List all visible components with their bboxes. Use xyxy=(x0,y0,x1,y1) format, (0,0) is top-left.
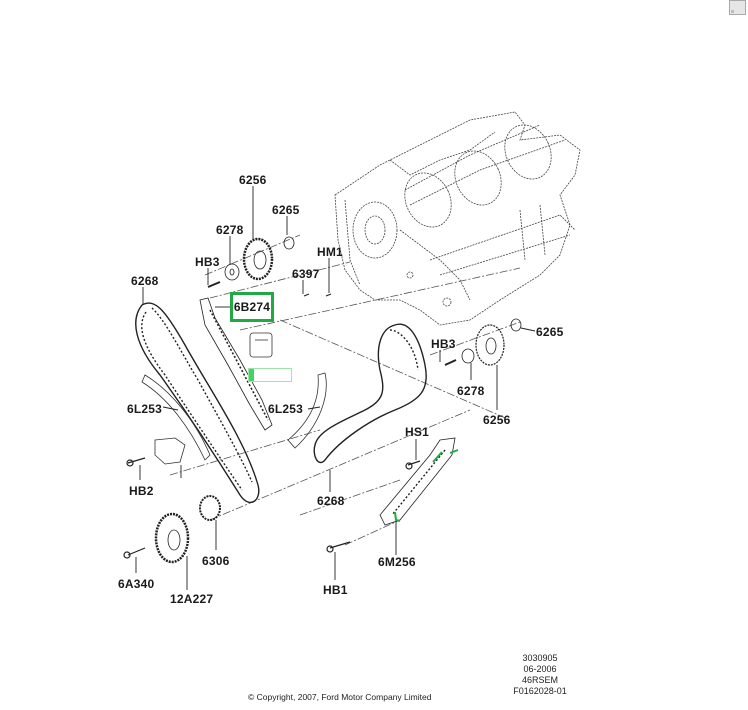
tensioner-arm xyxy=(199,297,273,431)
cam-sprocket-right xyxy=(444,318,522,366)
window-restore-button[interactable] xyxy=(729,0,746,15)
leader-lines xyxy=(135,186,536,590)
callout-hb3-top[interactable]: HB3 xyxy=(195,255,220,269)
callout-6265-top[interactable]: 6265 xyxy=(272,203,300,217)
guide-left xyxy=(141,374,211,461)
tensioner-body xyxy=(249,332,273,358)
callout-hb3-right[interactable]: HB3 xyxy=(431,337,456,351)
callout-6278-right[interactable]: 6278 xyxy=(457,384,485,398)
meta-date: 06-2006 xyxy=(523,664,557,674)
callout-hb2[interactable]: HB2 xyxy=(129,484,154,498)
selection-marker xyxy=(248,368,292,382)
timing-chain-right xyxy=(313,323,427,464)
callout-6268-left[interactable]: 6268 xyxy=(131,274,159,288)
callout-6b274[interactable]: 6B274 xyxy=(233,300,271,314)
callout-6l253-left[interactable]: 6L253 xyxy=(127,402,163,416)
meta-model-code: 46RSEM xyxy=(521,675,558,685)
callout-6a340[interactable]: 6A340 xyxy=(118,577,155,591)
callout-6306[interactable]: 6306 xyxy=(202,554,230,568)
callout-6m256[interactable]: 6M256 xyxy=(378,555,416,569)
callout-6l253-right[interactable]: 6L253 xyxy=(268,402,304,416)
tensioner-hb2 xyxy=(154,437,186,465)
cam-sprocket-top xyxy=(207,236,295,288)
bolts xyxy=(123,293,421,559)
callout-12a227[interactable]: 12A227 xyxy=(170,592,214,606)
callout-6265-right[interactable]: 6265 xyxy=(536,325,564,339)
meta-figure-id: F0162028-01 xyxy=(513,686,567,696)
highlight-box-6b274[interactable]: 6B274 xyxy=(230,292,274,322)
crank-sprocket-6306 xyxy=(199,495,221,521)
copyright-notice: © Copyright, 2007, Ford Motor Company Li… xyxy=(248,692,432,702)
meta-code: 3030905 xyxy=(522,653,558,663)
callout-6268-bottom[interactable]: 6268 xyxy=(317,494,345,508)
callout-6256-right[interactable]: 6256 xyxy=(483,413,511,427)
timing-chain-left xyxy=(135,302,260,504)
engine-block xyxy=(334,111,581,326)
callout-hs1[interactable]: HS1 xyxy=(405,425,429,439)
figure-meta: 3030905 06-2006 46RSEM F0162028-01 xyxy=(512,653,568,697)
callout-hm1[interactable]: HM1 xyxy=(317,245,343,259)
callout-6397[interactable]: 6397 xyxy=(292,267,320,281)
tensioner-arm-right xyxy=(379,437,456,526)
callout-hb1[interactable]: HB1 xyxy=(323,583,348,597)
callout-6278-top[interactable]: 6278 xyxy=(216,223,244,237)
crank-sprocket-12a227 xyxy=(154,512,190,564)
callout-6256-top[interactable]: 6256 xyxy=(239,173,267,187)
guide-right xyxy=(287,372,327,449)
